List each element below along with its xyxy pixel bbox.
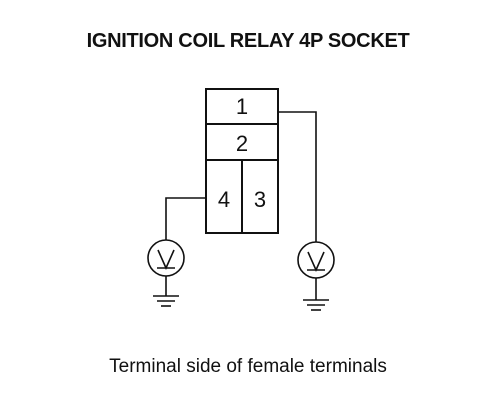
terminal-2-label: 2: [236, 131, 248, 156]
voltmeter-right-circle: [297, 241, 335, 279]
diagram-title: IGNITION COIL RELAY 4P SOCKET: [86, 30, 410, 52]
voltmeter-left-v-symbol: [157, 249, 175, 270]
terminal-4-label: 4: [218, 187, 230, 212]
ground-right-icon: [303, 278, 329, 311]
terminal-1-label: 1: [236, 94, 248, 119]
voltmeter-left-circle: [147, 239, 185, 277]
voltmeter-right: [297, 241, 335, 279]
connector-4p-socket: 1 2 4 3: [205, 88, 279, 234]
wire-terminal-1: [278, 111, 317, 242]
voltmeter-left: [147, 239, 185, 277]
diagram-caption: Terminal side of female terminals: [109, 356, 387, 377]
terminal-3-label: 3: [254, 187, 266, 212]
wire-terminal-4: [165, 197, 206, 240]
ground-left-icon: [153, 276, 179, 307]
voltmeter-right-v-symbol: [307, 251, 325, 272]
